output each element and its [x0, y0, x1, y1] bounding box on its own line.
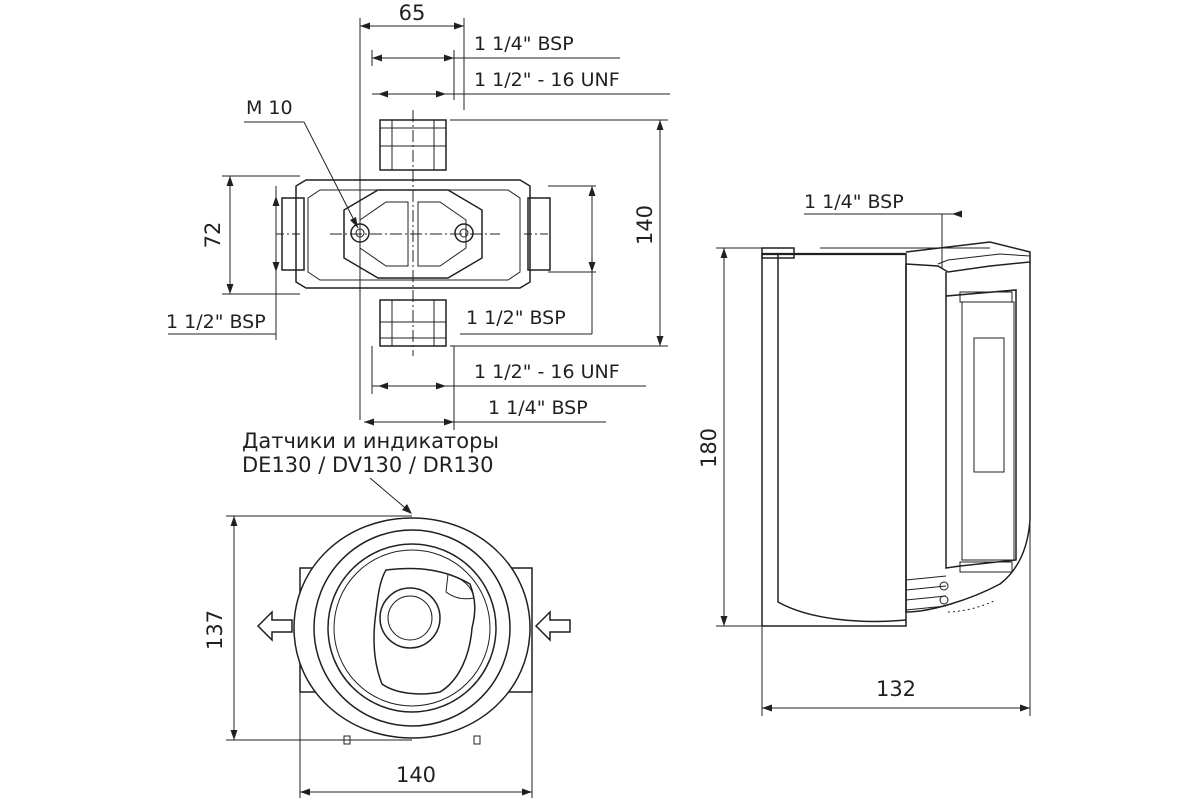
bowl-body [761, 241, 1031, 627]
label-bsp-top: 1 1/4" BSP [474, 33, 574, 55]
side-view: 1 1/4" BSP [697, 191, 1031, 716]
dim-140-horizontal-text: 140 [396, 763, 436, 787]
leader-bsp-side: 1 1/4" BSP [804, 191, 962, 268]
flow-arrow-in-right-icon [534, 610, 571, 642]
front-view: Датчики и индикаторы DE130 / DV130 / DR1… [203, 429, 571, 798]
dim-65: 65 [359, 1, 465, 420]
leader-sensor [369, 477, 412, 514]
dim-140-horizontal: 140 [299, 692, 533, 798]
dim-132: 132 [761, 262, 1031, 716]
leader-bsp-bottom: 1 1/4" BSP [364, 397, 606, 426]
front-housing [293, 517, 533, 745]
dim-180-text: 180 [697, 428, 721, 468]
leader-bsp-top: 1 1/4" BSP [371, 33, 620, 100]
leader-bsp-right: 1 1/2" BSP [460, 185, 596, 335]
filter-head-body [276, 110, 551, 356]
label-bsp-right: 1 1/2" BSP [466, 307, 566, 329]
top-view: 65 1 1/4" BSP 1 1/2" - 16 UNF [166, 1, 670, 430]
dim-72: 72 [201, 175, 300, 295]
dim-140-vertical-text: 140 [633, 205, 657, 245]
label-bsp-bottom: 1 1/4" BSP [488, 397, 588, 419]
dim-132-text: 132 [876, 677, 916, 701]
dim-137: 137 [203, 515, 412, 741]
dim-140-vertical: 140 [450, 119, 668, 347]
flow-arrow-out-left-icon [256, 610, 293, 642]
dim-65-text: 65 [399, 1, 426, 25]
dim-137-text: 137 [203, 610, 227, 650]
label-bsp-side: 1 1/4" BSP [804, 191, 904, 213]
label-sensor-line2: DE130 / DV130 / DR130 [242, 453, 493, 477]
label-bsp-left: 1 1/2" BSP [166, 311, 266, 333]
dim-180: 180 [697, 247, 762, 627]
label-m10: M 10 [246, 97, 293, 119]
leader-bsp-left: 1 1/2" BSP [166, 186, 280, 340]
leader-m10: M 10 [244, 97, 359, 229]
label-unf-bottom: 1 1/2" - 16 UNF [474, 361, 620, 383]
leader-unf-bottom: 1 1/2" - 16 UNF [371, 346, 646, 430]
label-sensor-line1: Датчики и индикаторы [242, 429, 499, 453]
leader-unf-top: 1 1/2" - 16 UNF [372, 69, 670, 98]
dim-72-text: 72 [201, 222, 225, 249]
label-unf-top: 1 1/2" - 16 UNF [474, 69, 620, 91]
